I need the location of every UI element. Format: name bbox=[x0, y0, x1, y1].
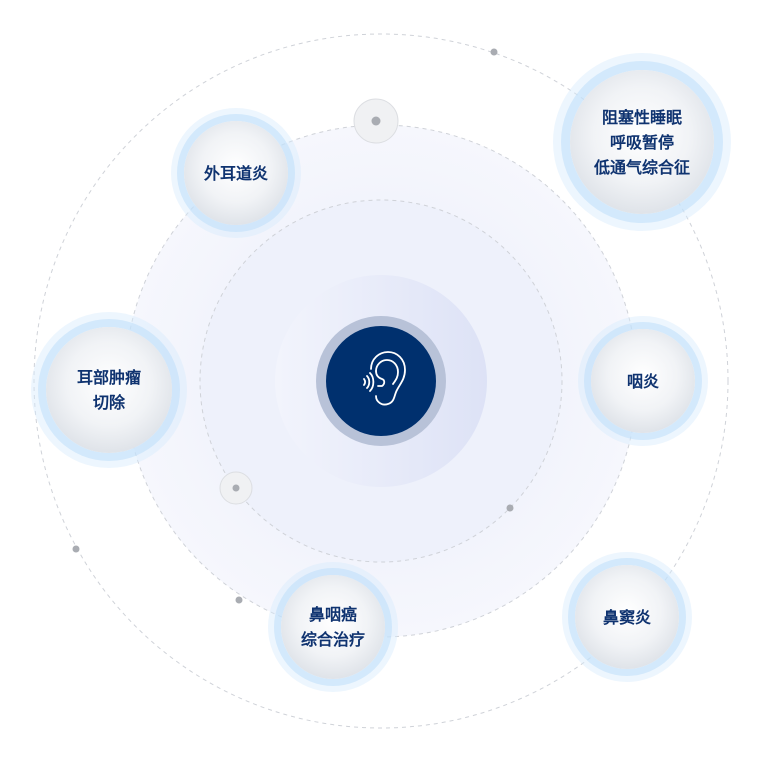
topic-label: 低通气综合征 bbox=[593, 157, 690, 177]
topic-label: 综合治疗 bbox=[300, 630, 365, 649]
orbit-dot bbox=[371, 116, 381, 126]
topic-pharyngitis[interactable]: 咽炎 bbox=[591, 329, 695, 433]
topic-external-otitis[interactable]: 外耳道炎 bbox=[184, 121, 288, 225]
topic-label: 鼻窦炎 bbox=[602, 607, 651, 627]
topic-label: 耳部肿瘤 bbox=[76, 368, 141, 387]
orbit-dot bbox=[235, 596, 243, 604]
orbit-dot bbox=[490, 48, 498, 56]
topic-sinusitis[interactable]: 鼻窦炎 bbox=[575, 565, 679, 669]
topic-label: 呼吸暂停 bbox=[609, 132, 674, 152]
topic-label: 外耳道炎 bbox=[203, 163, 268, 183]
topic-sleep-apnea[interactable]: 阻塞性睡眠呼吸暂停低通气综合征 bbox=[570, 70, 714, 214]
topic-label: 鼻咽癌 bbox=[308, 605, 357, 624]
orbit-dot bbox=[506, 504, 514, 512]
orbit-dot bbox=[232, 484, 240, 492]
center-ear-badge bbox=[326, 326, 436, 436]
ear-icon bbox=[363, 351, 406, 406]
topic-nasopharyngeal-carcinoma[interactable]: 鼻咽癌综合治疗 bbox=[281, 575, 385, 679]
topic-label: 阻塞性睡眠 bbox=[601, 107, 682, 127]
outer-orbit bbox=[33, 33, 729, 729]
topic-label: 咽炎 bbox=[626, 371, 659, 391]
topic-label: 切除 bbox=[92, 393, 125, 412]
topic-ear-tumor-resection[interactable]: 耳部肿瘤切除 bbox=[46, 327, 172, 453]
orbit-dot bbox=[72, 545, 80, 553]
